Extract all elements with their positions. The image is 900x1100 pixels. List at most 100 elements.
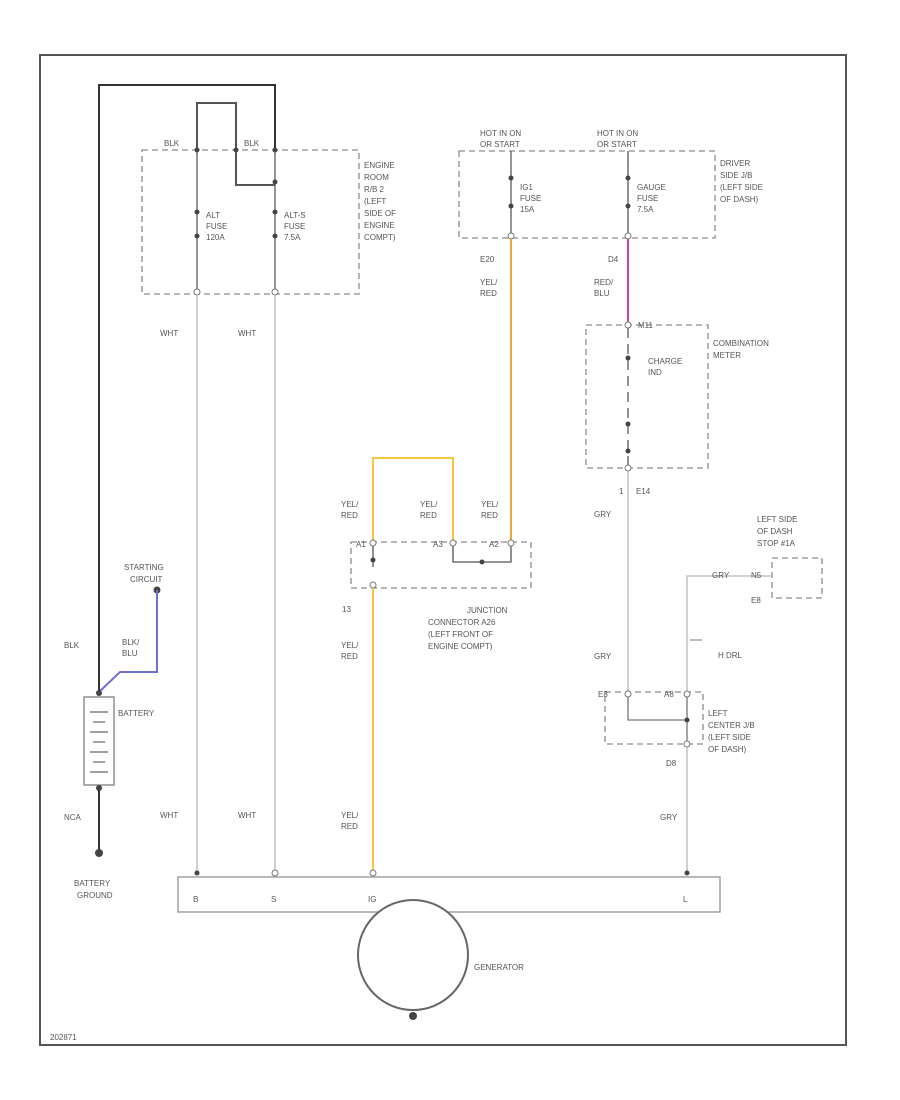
starting-circuit-label-1: STARTING [124, 563, 164, 572]
dash-stop-label: LEFT SIDE OF DASH STOP #1A [757, 515, 797, 548]
svg-text:SIDE J/B: SIDE J/B [720, 171, 752, 180]
svg-text:LEFT: LEFT [708, 709, 728, 718]
ig1-fuse-label-2: FUSE [520, 194, 541, 203]
driver-jb-label: DRIVER SIDE J/B (LEFT SIDE OF DASH) [720, 159, 763, 204]
alt-s-fuse-label-2: FUSE [284, 222, 305, 231]
wire-label-yel-red-j1-1: YEL/ [341, 500, 359, 509]
svg-text:ENGINE: ENGINE [364, 161, 395, 170]
svg-text:CENTER J/B: CENTER J/B [708, 721, 755, 730]
svg-text:R/B 2: R/B 2 [364, 185, 385, 194]
pin-d4-label: D4 [608, 255, 619, 264]
battery-symbol [83, 696, 115, 786]
diagram-frame [39, 54, 847, 1046]
gauge-fuse-label-2: FUSE [637, 194, 658, 203]
engine-box-pin-right-label: BLK [244, 139, 260, 148]
pin-a3-label: A3 [433, 540, 443, 549]
engine-box-label: ENGINE ROOM R/B 2 (LEFT SIDE OF ENGINE C… [364, 161, 396, 242]
generator-symbol [357, 899, 469, 1011]
pin-a8-label: A8 [664, 690, 674, 699]
battery-ground-label-1: BATTERY [74, 879, 111, 888]
pin-e14-label: E14 [636, 487, 651, 496]
combination-meter-box [585, 324, 709, 469]
junction-connector-box [350, 541, 532, 589]
charge-ind-label-1: CHARGE [648, 357, 682, 366]
generator-label: GENERATOR [474, 963, 524, 972]
generator-terminal-b: B [193, 895, 198, 904]
wire-label-red-blu-1: RED/ [594, 278, 614, 287]
alt-fuse-label-3: 120A [206, 233, 225, 242]
dash-stop-box [771, 557, 823, 599]
left-center-jb-internal [627, 697, 687, 721]
pin-e8-label: E8 [598, 690, 608, 699]
svg-text:OF DASH): OF DASH) [708, 745, 747, 754]
generator-terminal-block [177, 876, 721, 913]
svg-text:OF DASH): OF DASH) [720, 195, 759, 204]
wire-label-blk: BLK [64, 641, 80, 650]
svg-text:JUNCTION: JUNCTION [467, 606, 508, 615]
engine-box-pin-left-label: BLK [164, 139, 180, 148]
starting-circuit-label-2: CIRCUIT [130, 575, 163, 584]
pin-13-label: 13 [342, 605, 351, 614]
generator-terminal-l: L [683, 895, 688, 904]
svg-text:OF DASH: OF DASH [757, 527, 793, 536]
battery-label: BATTERY [118, 709, 155, 718]
wire-blk-battery-feed [98, 84, 276, 693]
wire-label-gry-stop: GRY [712, 571, 730, 580]
hot-label-1b: OR START [480, 140, 520, 149]
wire-label-wht-2: WHT [238, 329, 256, 338]
wire-label-yel-red-mid-2: RED [341, 652, 358, 661]
svg-text:ROOM: ROOM [364, 173, 389, 182]
alt-fuse-label-1: ALT [206, 211, 220, 220]
pin-d8-label: D8 [666, 759, 677, 768]
wire-gry-dash-stop [686, 575, 772, 692]
wire-label-yel-red-mid-1: YEL/ [341, 641, 359, 650]
wire-label-blk-blu-1: BLK/ [122, 638, 140, 647]
wire-blu-starting [98, 590, 158, 693]
svg-text:COMPT): COMPT) [364, 233, 396, 242]
svg-text:METER: METER [713, 351, 741, 360]
svg-text:CONNECTOR A26: CONNECTOR A26 [428, 618, 496, 627]
gauge-fuse-label-3: 7.5A [637, 205, 654, 214]
left-center-jb-label: LEFT CENTER J/B (LEFT SIDE OF DASH) [708, 709, 755, 754]
wire-label-wht-1: WHT [160, 329, 178, 338]
svg-text:COMBINATION: COMBINATION [713, 339, 769, 348]
svg-text:(LEFT SIDE: (LEFT SIDE [720, 183, 763, 192]
pin-a1-label: A1 [356, 540, 366, 549]
wire-label-yel-red-j3-1: YEL/ [481, 500, 499, 509]
pin-e8-stop-label: E8 [751, 596, 761, 605]
wire-label-yel-red-j2-1: YEL/ [420, 500, 438, 509]
pin-e20-label: E20 [480, 255, 495, 264]
generator-ground-point [409, 1012, 417, 1020]
wire-label-yel-red-j3-2: RED [481, 511, 498, 520]
wire-label-gry-meter: GRY [594, 510, 612, 519]
svg-text:(LEFT FRONT OF: (LEFT FRONT OF [428, 630, 493, 639]
wire-label-yel-red-bot-1: YEL/ [341, 811, 359, 820]
pin-a2-label: A2 [489, 540, 499, 549]
battery-ground-label-2: GROUND [77, 891, 113, 900]
ig1-fuse-label-1: IG1 [520, 183, 533, 192]
hot-label-1a: HOT IN ON [480, 129, 521, 138]
wire-label-yel-red-bot-2: RED [341, 822, 358, 831]
svg-text:STOP #1A: STOP #1A [757, 539, 796, 548]
svg-text:(LEFT SIDE: (LEFT SIDE [708, 733, 751, 742]
gauge-fuse-label-1: GAUGE [637, 183, 666, 192]
svg-text:SIDE OF: SIDE OF [364, 209, 396, 218]
wire-label-gry-bottom: GRY [660, 813, 678, 822]
combination-meter-label: COMBINATION METER [713, 339, 769, 360]
pin-m11-label: M11 [638, 321, 654, 330]
svg-text:ENGINE: ENGINE [364, 221, 395, 230]
svg-text:ENGINE COMPT): ENGINE COMPT) [428, 642, 493, 651]
alt-s-fuse-label-1: ALT-S [284, 211, 306, 220]
wire-label-gry-mid: GRY [594, 652, 612, 661]
alt-fuse-label-2: FUSE [206, 222, 227, 231]
pin-n5-label: N5 [751, 571, 762, 580]
wire-label-nca: NCA [64, 813, 82, 822]
wire-label-yel-red-ig1-2: RED [480, 289, 497, 298]
wire-label-wht-4: WHT [238, 811, 256, 820]
pin-1-label: 1 [619, 487, 624, 496]
footer-code: 202871 [50, 1033, 77, 1042]
alt-s-fuse-label-3: 7.5A [284, 233, 301, 242]
wire-yel-red-loop [372, 457, 454, 542]
wire-label-red-blu-2: BLU [594, 289, 610, 298]
